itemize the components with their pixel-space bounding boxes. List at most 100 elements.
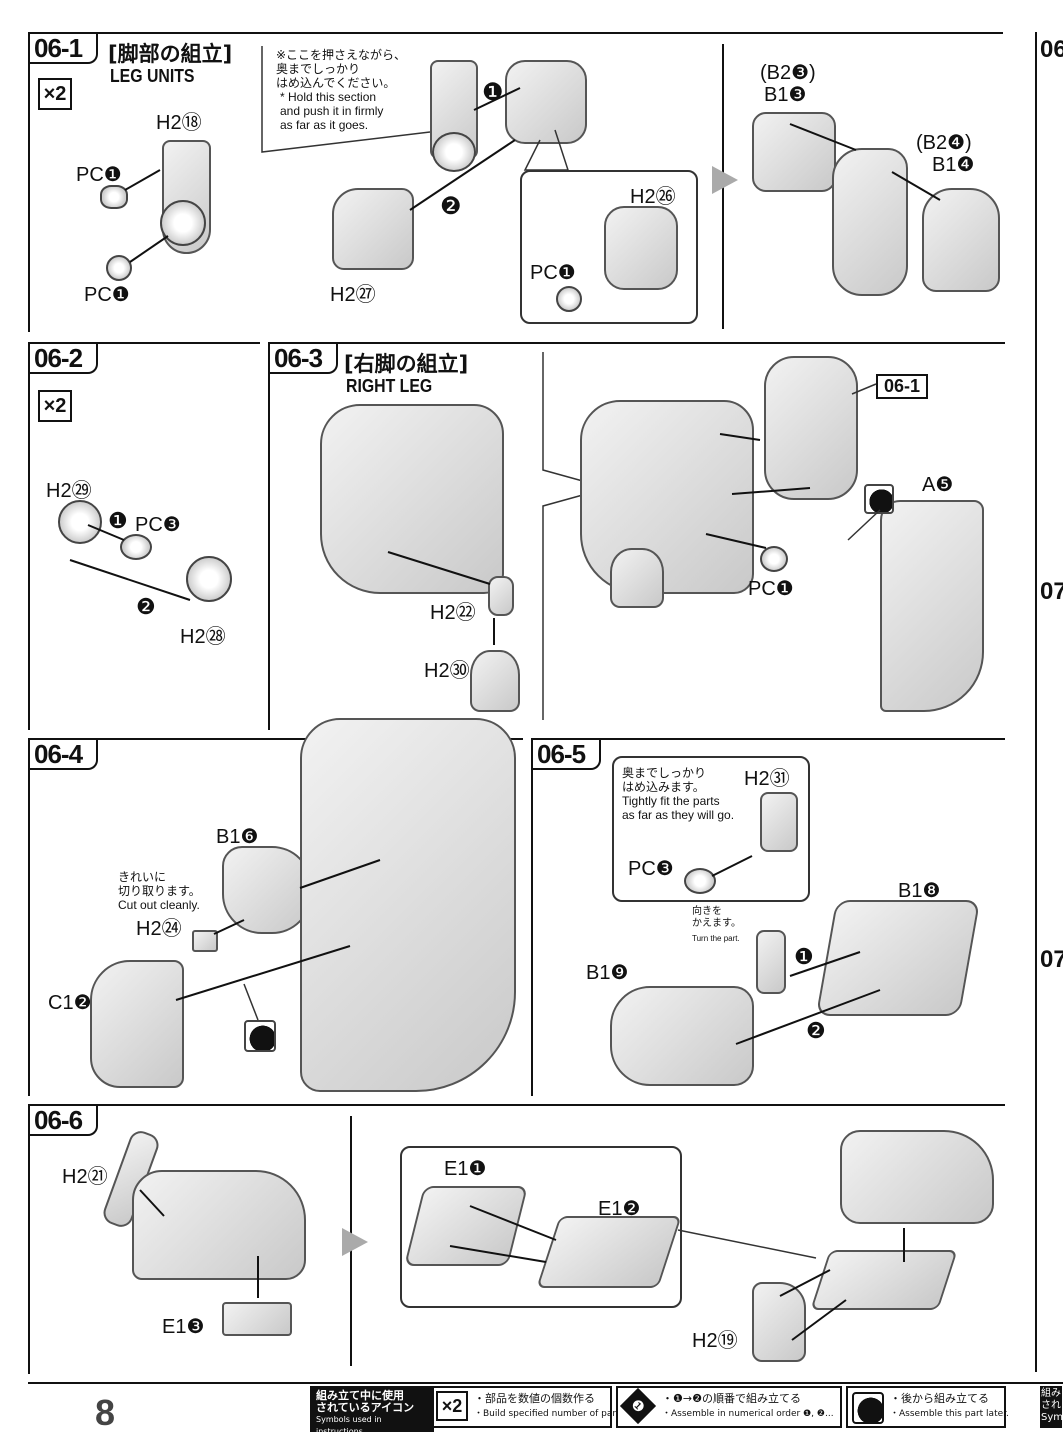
step-number: 06-6 xyxy=(30,1106,99,1136)
ball-joint-part xyxy=(186,556,232,602)
assemble-later-icon xyxy=(864,484,894,514)
knee-cap-part xyxy=(332,188,414,270)
assemble-later-icon xyxy=(244,1020,276,1052)
turn-note-jp: 向きを かえます。 xyxy=(692,906,741,929)
note-jp: ※ここを押さえながら、 奥までしっかり はめ込んでください。 xyxy=(276,48,407,90)
leg-unit-part xyxy=(764,356,858,500)
top-rule xyxy=(28,32,1003,34)
part-label: H2㉔ xyxy=(136,918,182,940)
part-label: PC❸ xyxy=(135,514,181,536)
order-marker: ❷ xyxy=(136,594,156,619)
part-label: E1❷ xyxy=(598,1198,641,1220)
polycap-part xyxy=(556,286,582,312)
polycap-part xyxy=(100,185,128,209)
turn-note-en: Turn the part. xyxy=(692,934,740,943)
leg-frame-part xyxy=(832,148,908,296)
part-label: E1❶ xyxy=(444,1158,487,1180)
multiply-icon: ×2 xyxy=(38,390,72,422)
order-marker: ❶ xyxy=(794,944,814,969)
thruster-part xyxy=(610,548,664,608)
multiply-icon: ×2 xyxy=(436,1391,468,1421)
step-title-en: RIGHT LEG xyxy=(346,376,433,396)
part-label: B1❹ xyxy=(932,154,975,176)
step-06-5-panel xyxy=(531,738,1005,1096)
part-label: B1❾ xyxy=(586,962,629,984)
order-marker: ❷ xyxy=(806,1018,826,1043)
note-jp: 奥までしっかり はめ込みます。 xyxy=(622,766,707,794)
shin-armor-part xyxy=(580,400,754,594)
part-label: H2㉒ xyxy=(430,602,476,624)
heel-part xyxy=(752,1282,806,1362)
polycap-part xyxy=(684,868,716,894)
part-label: B1❻ xyxy=(216,826,259,848)
step-06-1-panel xyxy=(28,32,1005,332)
foot-assembly-part xyxy=(132,1170,306,1280)
legend-order-jp: ・❶→❷の順番で組み立てる xyxy=(662,1392,801,1405)
part-label: (B2❹) xyxy=(916,132,972,154)
part-label: C1❷ xyxy=(48,992,92,1014)
thruster-unit-part xyxy=(840,1130,994,1224)
part-label: PC❶ xyxy=(748,578,794,600)
step-number: 06-2 xyxy=(30,344,99,374)
joint-pin-part xyxy=(756,930,786,994)
part-label: PC❶ xyxy=(84,284,130,306)
part-label: PC❶ xyxy=(530,262,576,284)
note-en: * Hold this section and push it in firml… xyxy=(280,90,384,132)
knee-joint-part xyxy=(505,60,587,144)
part-label: H2㉗ xyxy=(330,284,376,306)
legend-later-jp: ・後から組み立てる xyxy=(890,1392,989,1405)
legend-order: ❶ ・❶→❷の順番で組み立てる ・Assemble in numerical o… xyxy=(616,1386,842,1428)
step-06-2-panel xyxy=(28,342,260,730)
part-label: H2㉚ xyxy=(424,660,470,682)
joint-pin-part xyxy=(760,792,798,852)
polycap-part xyxy=(120,534,152,560)
step-title-jp: [右脚の組立] xyxy=(344,352,469,376)
part-label: B1❽ xyxy=(898,880,941,902)
leg-assembly-part xyxy=(300,718,516,1092)
legend-multiply: ×2 ・部品を数値の個数作る ・Build specified number o… xyxy=(432,1386,627,1428)
step-06-6-panel xyxy=(28,1104,1005,1374)
part-label: H2㉙ xyxy=(46,480,92,502)
armor-part xyxy=(922,188,1000,292)
legend-mult-en: ・Build specified number of parts. xyxy=(474,1409,628,1419)
part-label: H2㉑ xyxy=(62,1166,108,1188)
polycap-part xyxy=(760,546,788,572)
knee-joint-part xyxy=(604,206,678,290)
part-label: B1❸ xyxy=(764,84,807,106)
order-icon: ❶ xyxy=(619,1387,657,1425)
step-number: 06-5 xyxy=(533,740,602,770)
order-marker: ❷ xyxy=(440,193,462,220)
legend-later-en: ・Assemble this part later. xyxy=(890,1409,1009,1419)
small-block-part xyxy=(222,1302,292,1336)
part-label: A❺ xyxy=(922,474,954,496)
small-block-part xyxy=(192,930,218,952)
shin-armor-part xyxy=(880,500,984,712)
shin-front-part xyxy=(90,960,184,1088)
part-label: H2㉖ xyxy=(630,186,676,208)
edge-step-tag: 07 xyxy=(1040,946,1063,973)
foot-armor-part xyxy=(610,986,754,1086)
legend-order-en: ・Assemble in numerical order ❶, ❷... xyxy=(662,1409,834,1419)
note-en: Cut out cleanly. xyxy=(118,898,200,912)
note-en: Tightly fit the parts as far as they wil… xyxy=(622,794,735,822)
legend-title-en: Symbols used in instructions xyxy=(316,1415,382,1436)
part-label: (B2❸) xyxy=(760,62,816,84)
gear-joint-part xyxy=(160,200,206,246)
part-label: H2⑲ xyxy=(692,1330,738,1352)
legend-mult-jp: ・部品を数値の個数作る xyxy=(474,1392,595,1405)
edge-step-tag: 06 xyxy=(1040,36,1063,63)
joint-cylinder-part xyxy=(488,576,514,616)
legend-later: ・後から組み立てる ・Assemble this part later. xyxy=(846,1386,1009,1428)
step-title-en: LEG UNITS xyxy=(110,66,195,86)
step-number: 06-4 xyxy=(30,740,99,770)
thruster-part xyxy=(470,650,520,712)
next-arrow-icon xyxy=(342,1228,368,1256)
gear-joint-part xyxy=(432,132,476,172)
edge-legend-fragment: 組み され Symb xyxy=(1040,1386,1062,1428)
legend-title-jp: 組み立て中に使用 されているアイコン xyxy=(316,1389,415,1414)
